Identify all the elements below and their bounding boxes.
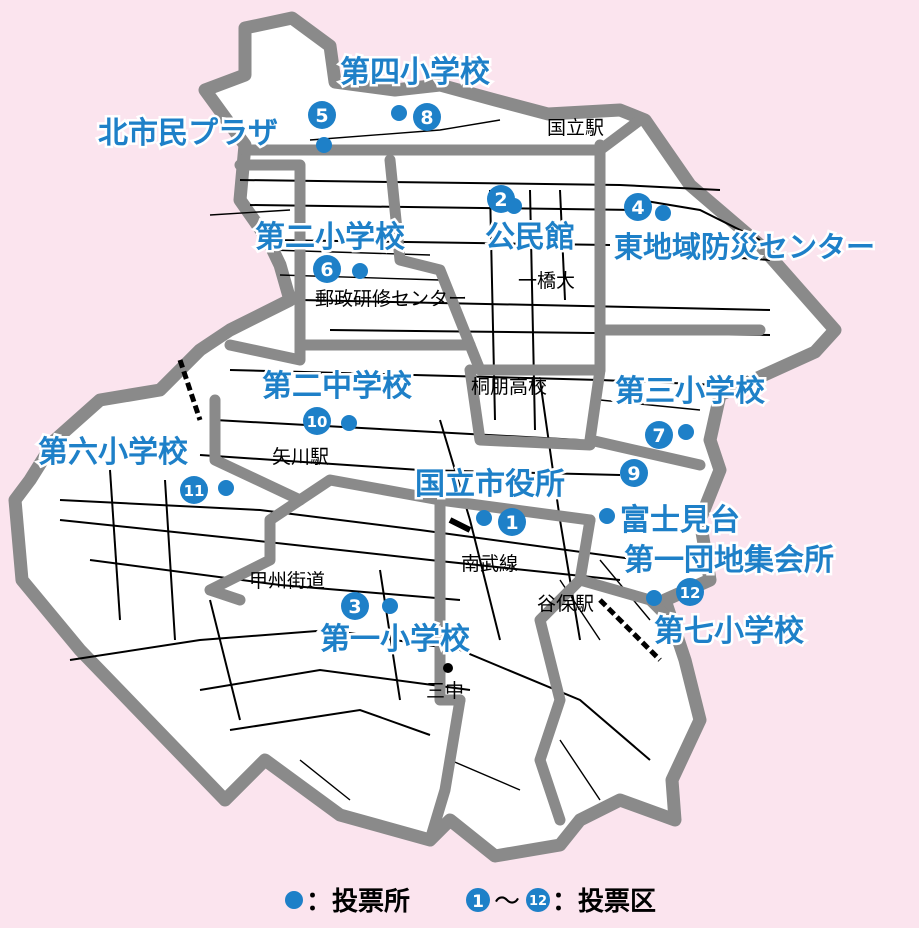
- label-dai2-chugakko: 第二中学校: [262, 369, 412, 404]
- legend-dot: [285, 891, 303, 909]
- label-kominkan: 公民館: [485, 220, 575, 255]
- label-sanchu: 三中: [426, 680, 464, 702]
- district-boundaries: [204, 114, 766, 846]
- district-badges: 5 8 2 4 6 10 7 11 1 9 12 3: [180, 101, 704, 620]
- dot-4: [655, 205, 671, 221]
- svg-text:12: 12: [529, 894, 547, 909]
- svg-text:1: 1: [472, 892, 484, 912]
- label-higashi-chiiki-bosai: 東地域防災センター: [614, 230, 875, 264]
- badge-8: 8: [413, 103, 441, 131]
- svg-text:8: 8: [420, 107, 433, 129]
- svg-text:3: 3: [348, 596, 361, 618]
- city-outline: [8, 11, 842, 863]
- label-koshu-kaido: 甲州街道: [249, 570, 325, 592]
- badge-12: 12: [676, 578, 704, 606]
- dot-1: [476, 510, 492, 526]
- svg-text:1: 1: [505, 512, 518, 534]
- dot-8: [391, 105, 407, 121]
- svg-text:11: 11: [184, 482, 205, 500]
- svg-text:12: 12: [680, 584, 701, 602]
- svg-text:9: 9: [627, 463, 640, 485]
- polling-place-labels: 第四小学校 北市民プラザ 公民館 東地域防災センター 第二小学校 第二中学校 第…: [36, 53, 878, 660]
- legend-badge-from: 1: [466, 888, 490, 912]
- svg-text:7: 7: [652, 425, 665, 447]
- badge-3: 3: [341, 592, 369, 620]
- label-kunitachi-eki: 国立駅: [547, 117, 604, 139]
- label-fujimidai: 富士見台: [620, 503, 740, 538]
- label-kita-shimin-plaza: 北市民プラザ: [98, 116, 278, 151]
- polling-place-dots: [218, 105, 694, 614]
- label-dai6-shogakko: 第六小学校: [38, 435, 188, 470]
- badge-7: 7: [645, 421, 673, 449]
- badge-5: 5: [308, 101, 336, 129]
- legend-tilde: 〜: [494, 887, 520, 917]
- badge-9: 9: [620, 459, 648, 487]
- svg-text:10: 10: [307, 413, 328, 431]
- badge-11: 11: [180, 476, 208, 504]
- label-toho-koko: 桐朋高校: [471, 376, 547, 398]
- dot-10: [341, 415, 357, 431]
- label-dai1-danchi: 第一団地集会所: [624, 543, 834, 578]
- label-dai3-shogakko: 第三小学校: [615, 374, 765, 409]
- badge-2: 2: [487, 185, 515, 213]
- label-shiyakusho: 国立市役所: [415, 467, 565, 502]
- dot-9: [599, 508, 615, 524]
- dot-5: [316, 137, 332, 153]
- legend: ：投票所 1 〜 12 ：投票区: [285, 887, 656, 917]
- svg-text:4: 4: [631, 197, 644, 219]
- dot-12: [646, 590, 662, 606]
- badge-10: 10: [303, 407, 331, 435]
- label-nambu-sen: 南武線: [461, 553, 518, 575]
- legend-range-label: ：投票区: [552, 887, 656, 917]
- dot-7: [678, 424, 694, 440]
- dot-3: [382, 598, 398, 614]
- label-dai2-shogakko: 第二小学校: [255, 220, 405, 255]
- badge-4: 4: [624, 193, 652, 221]
- label-yaho-eki2: 谷保駅: [537, 593, 594, 615]
- svg-text:6: 6: [320, 259, 333, 281]
- label-yusei-kenshu: 郵政研修センター: [315, 288, 467, 310]
- label-yaho-eki: 矢川駅: [272, 446, 329, 468]
- badge-6: 6: [313, 255, 341, 283]
- dot-11: [218, 480, 234, 496]
- svg-text:2: 2: [494, 189, 507, 211]
- label-dai7-shogakko: 第七小学校: [654, 614, 804, 649]
- label-hitotsubashi: 一橋大: [518, 270, 575, 292]
- landmark-labels: 国立駅 一橋大 郵政研修センター 桐朋高校 矢川駅 甲州街道 南武線 谷保駅 三…: [249, 117, 604, 702]
- label-dai1-shogakko: 第一小学校: [320, 622, 470, 657]
- svg-text:5: 5: [315, 105, 328, 127]
- label-dai4-shogakko: 第四小学校: [340, 55, 490, 90]
- road-network: [59, 119, 771, 801]
- legend-dot-label: ：投票所: [306, 887, 410, 917]
- railways: [177, 359, 662, 673]
- badge-1: 1: [498, 508, 526, 536]
- dot-6: [352, 263, 368, 279]
- legend-badge-to: 12: [526, 888, 550, 912]
- sanchu-marker: [443, 663, 453, 673]
